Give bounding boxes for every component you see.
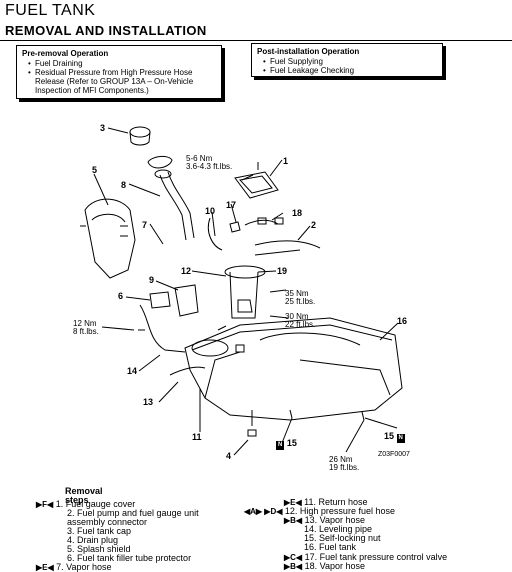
callout-15-left: N 15: [276, 438, 297, 450]
removal-step: 4. Drain plug: [67, 535, 119, 545]
removal-step: 2. Fuel pump and fuel gauge unit assembl…: [67, 508, 199, 527]
callout-7: 7: [142, 220, 148, 230]
callout-14: 14: [127, 366, 138, 376]
fuel-tank-exploded-diagram: [80, 126, 403, 456]
callout-19: 19: [277, 266, 288, 276]
callout-8: 8: [121, 180, 127, 190]
pre-removal-item: Residual Pressure from High Pressure Hos…: [28, 68, 216, 95]
post-installation-heading: Post-installation Operation: [257, 47, 360, 56]
callout-3: 3: [100, 123, 106, 133]
callout-17: 17: [226, 200, 237, 210]
n-mark: N: [276, 441, 285, 450]
page-subtitle: REMOVAL AND INSTALLATION: [5, 23, 207, 38]
post-installation-item: Fuel Leakage Checking: [263, 66, 437, 75]
title-rule: [0, 40, 512, 41]
removal-step: ▶E◀ 11. Return hose: [284, 497, 368, 508]
post-installation-item: Fuel Supplying: [263, 57, 437, 66]
removal-steps-heading: Removal steps: [65, 486, 103, 505]
n-mark: N: [396, 434, 405, 443]
callout-16: 16: [397, 316, 408, 326]
pre-removal-box: Pre-removal Operation Fuel Draining Resi…: [16, 45, 225, 102]
removal-step: 14. Leveling pipe: [304, 524, 373, 534]
removal-step: 15. Self-locking nut: [304, 533, 381, 543]
removal-step: ◀A▶ ▶D◀ 12. High pressure fuel hose: [244, 506, 395, 517]
callout-4: 4: [226, 451, 232, 461]
removal-step: ▶B◀ 18. Vapor hose: [284, 561, 365, 572]
removal-step: 3. Fuel tank cap: [67, 526, 132, 536]
pre-removal-heading: Pre-removal Operation: [22, 49, 109, 58]
figure-code: Z03F0007: [378, 451, 410, 458]
removal-step: 6. Fuel tank filler tube protector: [67, 553, 192, 563]
callout-9: 9: [149, 275, 155, 285]
removal-step: ▶C◀ 17. Fuel tank pressure control valve: [284, 552, 448, 563]
removal-step: ▶B◀ 13. Vapor hose: [284, 515, 365, 526]
callout-12: 12: [181, 266, 192, 276]
removal-step: ▶F◀ 1. Fuel gauge cover: [36, 499, 136, 510]
pre-removal-item: Fuel Draining: [28, 59, 216, 68]
removal-step: 16. Fuel tank: [304, 542, 357, 552]
callout-10: 10: [205, 206, 216, 216]
callout-2: 2: [311, 220, 317, 230]
callout-5: 5: [92, 165, 98, 175]
callout-18: 18: [292, 208, 303, 218]
callout-1: 1: [283, 156, 289, 166]
callout-6: 6: [118, 291, 124, 301]
removal-step: 5. Splash shield: [67, 544, 131, 554]
callout-11: 11: [192, 432, 202, 442]
callout-13: 13: [143, 397, 154, 407]
page-title: FUEL TANK: [5, 2, 96, 19]
post-installation-box: Post-installation Operation Fuel Supplyi…: [251, 43, 446, 80]
callout-15-right: 15 N: [384, 431, 405, 443]
